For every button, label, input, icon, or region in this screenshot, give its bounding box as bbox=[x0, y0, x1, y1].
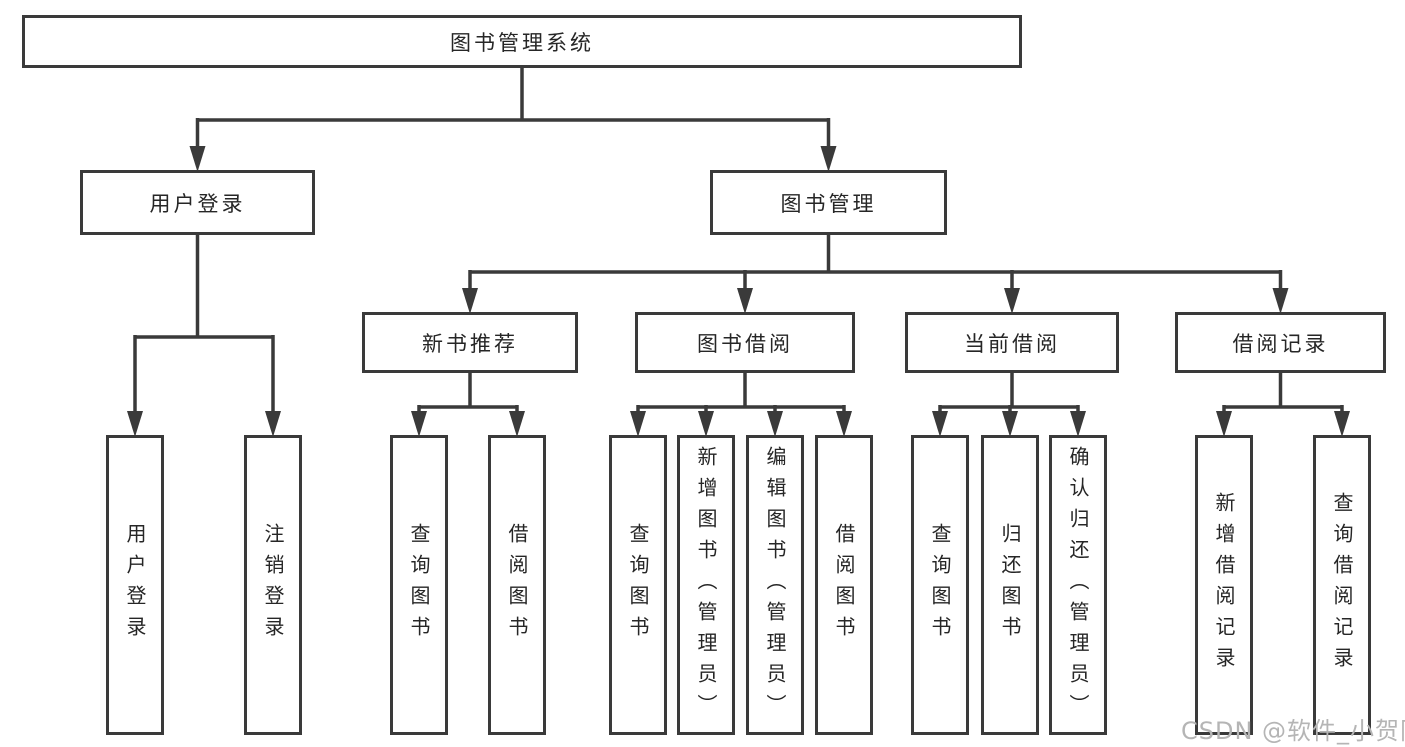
node-root-label: 图书管理系统 bbox=[450, 30, 594, 55]
leaf-add-borrow-record: 新增借阅记录 bbox=[1195, 435, 1253, 735]
leaf-borrow-books-borrow-label: 借阅图书 bbox=[832, 523, 856, 647]
connector-borrow-records-to-leaves bbox=[1216, 373, 1350, 437]
arrowhead-down-icon bbox=[767, 411, 783, 437]
arrowhead-down-icon bbox=[698, 411, 714, 437]
arrowhead-down-icon bbox=[836, 411, 852, 437]
arrowhead-down-icon bbox=[1004, 288, 1020, 314]
node-book-borrow-label: 图书借阅 bbox=[697, 331, 793, 356]
node-borrow-records-label: 借阅记录 bbox=[1232, 331, 1329, 356]
leaf-user-login: 用户登录 bbox=[106, 435, 164, 735]
leaf-edit-books-admin: 编辑图书（管理员） bbox=[746, 435, 804, 735]
arrowhead-down-icon bbox=[127, 411, 143, 437]
leaf-query-borrow-record: 查询借阅记录 bbox=[1313, 435, 1371, 735]
node-current-borrow: 当前借阅 bbox=[905, 312, 1119, 373]
node-root: 图书管理系统 bbox=[22, 15, 1022, 68]
leaf-add-borrow-record-label: 新增借阅记录 bbox=[1212, 492, 1236, 678]
node-new-book-recommend-label: 新书推荐 bbox=[422, 331, 518, 356]
leaf-confirm-return-admin: 确认归还（管理员） bbox=[1049, 435, 1107, 735]
node-user-login: 用户登录 bbox=[80, 170, 315, 235]
arrowhead-down-icon bbox=[820, 146, 837, 172]
node-current-borrow-label: 当前借阅 bbox=[964, 331, 1060, 356]
node-user-login-label: 用户登录 bbox=[149, 191, 246, 216]
leaf-logout-label: 注销登录 bbox=[261, 523, 285, 647]
leaf-query-books-rec: 查询图书 bbox=[390, 435, 448, 735]
leaf-return-books: 归还图书 bbox=[981, 435, 1039, 735]
leaf-borrow-books-rec-label: 借阅图书 bbox=[505, 523, 529, 647]
connector-user-login-to-leaves bbox=[127, 235, 281, 437]
leaf-query-books-borrow: 查询图书 bbox=[609, 435, 667, 735]
leaf-add-books-admin-label: 新增图书（管理员） bbox=[694, 445, 718, 725]
leaf-confirm-return-admin-label: 确认归还（管理员） bbox=[1066, 445, 1090, 725]
leaf-borrow-books-borrow: 借阅图书 bbox=[815, 435, 873, 735]
leaf-user-login-label: 用户登录 bbox=[123, 523, 147, 647]
node-book-management: 图书管理 bbox=[710, 170, 947, 235]
arrowhead-down-icon bbox=[509, 411, 525, 437]
leaf-logout: 注销登录 bbox=[244, 435, 302, 735]
connector-root-to-level2 bbox=[189, 68, 837, 172]
arrowhead-down-icon bbox=[1216, 411, 1232, 437]
node-new-book-recommend: 新书推荐 bbox=[362, 312, 578, 373]
leaf-query-borrow-record-label: 查询借阅记录 bbox=[1330, 492, 1354, 678]
leaf-return-books-label: 归还图书 bbox=[998, 523, 1022, 647]
arrowhead-down-icon bbox=[1070, 411, 1086, 437]
arrowhead-down-icon bbox=[737, 288, 753, 314]
connector-book-borrow-to-leaves bbox=[630, 373, 852, 437]
leaf-query-books-current-label: 查询图书 bbox=[928, 523, 952, 647]
arrowhead-down-icon bbox=[1272, 288, 1289, 314]
leaf-query-books-rec-label: 查询图书 bbox=[407, 523, 431, 647]
arrowhead-down-icon bbox=[1002, 411, 1018, 437]
node-borrow-records: 借阅记录 bbox=[1175, 312, 1386, 373]
leaf-edit-books-admin-label: 编辑图书（管理员） bbox=[763, 445, 787, 725]
connector-book-management-to-level3 bbox=[462, 235, 1289, 314]
arrowhead-down-icon bbox=[189, 146, 206, 172]
node-book-borrow: 图书借阅 bbox=[635, 312, 855, 373]
arrowhead-down-icon bbox=[462, 288, 478, 314]
connector-new-book-recommend-to-leaves bbox=[411, 373, 525, 437]
leaf-query-books-current: 查询图书 bbox=[911, 435, 969, 735]
arrowhead-down-icon bbox=[932, 411, 948, 437]
arrowhead-down-icon bbox=[265, 411, 281, 437]
leaf-borrow-books-rec: 借阅图书 bbox=[488, 435, 546, 735]
leaf-query-books-borrow-label: 查询图书 bbox=[626, 523, 650, 647]
leaf-add-books-admin: 新增图书（管理员） bbox=[677, 435, 735, 735]
arrowhead-down-icon bbox=[1334, 411, 1350, 437]
connector-current-borrow-to-leaves bbox=[932, 373, 1086, 437]
csdn-watermark: CSDN @软件_小贺同学 bbox=[1181, 717, 1405, 745]
node-book-management-label: 图书管理 bbox=[780, 191, 877, 216]
arrowhead-down-icon bbox=[630, 411, 646, 437]
arrowhead-down-icon bbox=[411, 411, 427, 437]
